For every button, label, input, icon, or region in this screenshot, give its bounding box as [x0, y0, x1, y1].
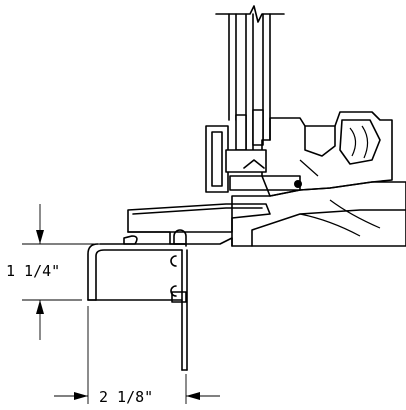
height-dimension — [22, 204, 112, 340]
width-dimension-label: 2 1/8" — [99, 388, 153, 406]
width-dimension — [54, 306, 220, 404]
wood-sash — [261, 111, 393, 197]
wood-frame — [231, 181, 406, 247]
glazing-stop — [205, 125, 302, 193]
metal-sill-cladding — [87, 203, 271, 371]
height-dimension-label: 1 1/4" — [6, 262, 60, 280]
glazing-unit — [215, 5, 285, 151]
